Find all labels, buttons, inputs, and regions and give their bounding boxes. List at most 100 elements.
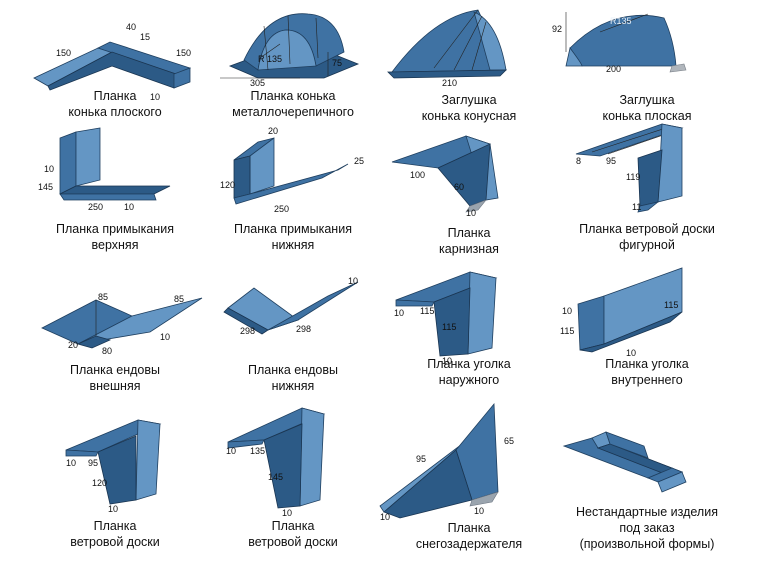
dim-label: 65 <box>504 436 514 446</box>
dim-label: 80 <box>102 346 112 356</box>
dim-label: 10 <box>44 164 54 174</box>
dim-label: 92 <box>552 24 562 34</box>
dim-label: 25 <box>354 156 364 166</box>
dim-label: 10 <box>282 508 292 518</box>
dim-label: 250 <box>88 202 103 212</box>
dim-label: 115 <box>560 326 574 336</box>
dim-label: 145 <box>38 182 53 192</box>
caption-line: Планка примыкания <box>234 222 352 236</box>
dim-label: 85 <box>174 294 184 304</box>
caption-line: внешняя <box>89 379 141 393</box>
caption-line: металлочерепичного <box>232 105 354 119</box>
item-caption: Планка уголка внутреннего <box>552 356 742 388</box>
dim-label: 120 <box>92 478 107 488</box>
caption-line: нижняя <box>271 379 315 393</box>
caption-line: Планка ендовы <box>69 363 161 377</box>
dim-label: 95 <box>88 458 98 468</box>
item-flat-ridge-cap: 92 R135 200 Заглушка конька плоская <box>552 8 742 149</box>
item-caption: Нестандартные изделия под заказ (произво… <box>552 504 742 552</box>
dim-label: 75 <box>332 58 342 68</box>
item-upper-adjoining: 10 145 250 10 Планка примыкания верхняя <box>20 124 210 265</box>
caption-line: Планка конька <box>250 89 336 103</box>
item-caption: Планка ветровой доски <box>20 518 210 550</box>
dim-label: 115 <box>420 306 434 316</box>
dim-label: 150 <box>176 48 191 58</box>
dim-label: 60 <box>454 182 464 192</box>
item-custom-products: Нестандартные изделия под заказ (произво… <box>552 410 742 551</box>
dim-label: 10 <box>160 332 170 342</box>
item-caption: Планка снегозадержателя <box>374 520 564 552</box>
caption-line: ветровой доски <box>70 535 160 549</box>
item-metal-tile-ridge: R 135 305 75 Планка конька металлочерепи… <box>198 8 388 149</box>
caption-line: внутреннего <box>611 373 683 387</box>
dim-label: 145 <box>268 472 283 482</box>
caption-line: конька плоского <box>68 105 162 119</box>
dim-label: 10 <box>442 356 452 366</box>
dim-label: 135 <box>250 446 265 456</box>
caption-line: Планка ендовы <box>247 363 339 377</box>
item-caption: Планка конька металлочерепичного <box>198 88 388 120</box>
dim-label: 10 <box>466 208 476 218</box>
item-caption: Заглушка конька плоская <box>552 92 742 124</box>
dim-label: 85 <box>98 292 108 302</box>
item-wind-board-2: 10 135 145 10 Планка ветровой доски <box>198 407 388 549</box>
caption-line: ветровой доски <box>248 535 338 549</box>
item-caption: Планка уголка Планка уголка наружного <box>374 356 564 388</box>
dim-label: 20 <box>268 126 278 136</box>
dim-label: 100 <box>410 170 425 180</box>
dim-label: 250 <box>274 204 289 214</box>
item-caption: Планка карнизная <box>374 225 564 257</box>
item-outer-valley: 85 85 20 80 10 Планка ендовы внешняя <box>20 280 210 421</box>
dim-label: 95 <box>606 156 616 166</box>
item-caption: Планка конька плоского <box>20 88 210 120</box>
dim-label: 200 <box>606 64 621 74</box>
dim-label: 10 <box>562 306 572 316</box>
caption-line: карнизная <box>439 242 499 256</box>
caption-line: под заказ <box>619 521 675 535</box>
item-flat-ridge: 40 15 150 150 10 Планка конька плоского <box>20 8 210 149</box>
item-wind-board-1: 10 95 120 10 Планка ветровой доски <box>20 414 210 555</box>
caption-line: Планка <box>447 226 491 240</box>
dim-label: 115 <box>442 322 456 332</box>
dim-label: 20 <box>68 340 78 350</box>
dim-label: 298 <box>240 326 255 336</box>
dim-label: 10 <box>474 506 484 516</box>
item-eaves-strip: 100 60 10 Планка карнизная <box>374 124 564 265</box>
caption-line: Заглушка <box>441 93 497 107</box>
dim-label: 10 <box>380 512 390 522</box>
item-caption: Планка ендовы внешняя <box>20 362 210 394</box>
item-caption: Заглушка конька конусная <box>374 92 564 124</box>
caption-line: снегозадержателя <box>415 537 523 551</box>
item-snow-guard-strip: 65 95 10 10 Планка снегозадержателя <box>374 400 564 551</box>
dim-label: 11 <box>632 202 641 212</box>
caption-line: Планка <box>93 89 137 103</box>
caption-line: фигурной <box>619 238 675 252</box>
dim-label: 305 <box>250 78 265 88</box>
caption-line: Планка <box>271 519 315 533</box>
dim-label: 10 <box>226 446 236 456</box>
item-shaped-wind-board: 8 95 119 11 Планка ветровой доски фигурн… <box>552 123 742 265</box>
dim-label: 95 <box>416 454 426 464</box>
dim-label: 10 <box>124 202 134 212</box>
dim-label: 40 <box>126 22 136 32</box>
caption-line: Планка <box>93 519 137 533</box>
item-caption: Планка примыкания нижняя <box>198 221 388 253</box>
caption-line: конька плоская <box>602 109 692 123</box>
item-inner-corner: 115 10 115 10 Планка уголка внутреннего <box>552 264 742 405</box>
dim-label: R 135 <box>258 54 282 64</box>
dim-label: R135 <box>610 16 632 26</box>
dim-label: 15 <box>140 32 150 42</box>
item-caption: Планка ендовы нижняя <box>198 362 388 394</box>
caption-line: Планка ветровой доски <box>579 222 715 236</box>
dim-label: 115 <box>664 300 678 310</box>
dim-label: 10 <box>626 348 636 358</box>
dim-label: 10 <box>108 504 118 514</box>
dim-label: 10 <box>150 92 160 102</box>
caption-line: верхняя <box>91 238 139 252</box>
caption-line: конька конусная <box>421 109 517 123</box>
item-cone-ridge-cap: 210 Заглушка конька конусная <box>374 8 564 149</box>
dim-label: 10 <box>66 458 76 468</box>
caption-line: Нестандартные изделия <box>576 505 718 519</box>
item-outer-corner: 10 115 115 10 Планка уголка Планка уголк… <box>374 264 564 405</box>
dim-label: 10 <box>394 308 404 318</box>
